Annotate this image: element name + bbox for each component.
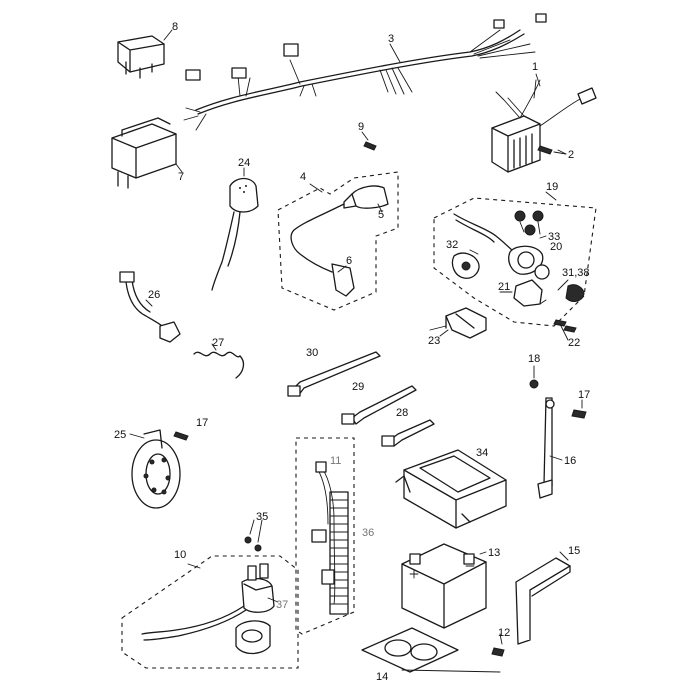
part-9-screw xyxy=(361,131,377,151)
part-4-ignition-coil-group xyxy=(277,171,399,311)
callout-17a: 17 xyxy=(578,389,590,401)
callout-2: 2 xyxy=(568,149,574,161)
callout-9: 9 xyxy=(358,121,364,133)
callout-15: 15 xyxy=(568,545,580,557)
callout-12: 12 xyxy=(498,627,510,639)
callout-32: 32 xyxy=(446,239,458,251)
callout-1: 1 xyxy=(532,61,538,73)
part-23-bracket xyxy=(439,307,487,339)
callout-16: 16 xyxy=(564,455,576,467)
part-3-wiring-harness xyxy=(183,13,547,131)
callout-5: 5 xyxy=(378,209,384,221)
callout-18: 18 xyxy=(528,353,540,365)
callout-14: 14 xyxy=(376,671,388,683)
part-14-battery-pad xyxy=(361,627,459,673)
callout-13: 13 xyxy=(488,547,500,559)
callout-27: 27 xyxy=(212,337,224,349)
callout-23: 23 xyxy=(428,335,440,347)
callout-6: 6 xyxy=(346,255,352,267)
part-25-horn xyxy=(131,429,189,509)
callout-28: 28 xyxy=(396,407,408,419)
part-8-relay xyxy=(117,29,173,79)
callout-37: 37 xyxy=(276,599,288,611)
part-29-cable-tie xyxy=(341,385,417,425)
callout-29: 29 xyxy=(352,381,364,393)
part-17-bolt-a xyxy=(571,399,587,419)
part-30-cable-tie xyxy=(287,351,381,397)
part-26-sensor xyxy=(119,271,181,343)
callout-11: 11 xyxy=(330,455,341,467)
part-36-harness-group xyxy=(295,437,355,635)
callout-35: 35 xyxy=(256,511,268,523)
callout-26: 26 xyxy=(148,289,160,301)
callout-36: 36 xyxy=(362,527,374,539)
callout-17b: 17 xyxy=(196,417,208,429)
part-15-bracket xyxy=(515,551,571,645)
part-16-ground-strap xyxy=(537,397,555,499)
part-34-battery-cover xyxy=(395,449,507,529)
part-7-relay-box xyxy=(111,117,183,189)
part-35-screws xyxy=(244,519,263,552)
part-27-spring xyxy=(193,343,245,379)
callout-30: 30 xyxy=(306,347,318,359)
callout-10: 10 xyxy=(174,549,186,561)
callout-20: 20 xyxy=(550,241,562,253)
callout-8: 8 xyxy=(172,21,178,33)
part-19-ignition-switch-group xyxy=(433,191,597,333)
part-10-starter-relay-group xyxy=(121,555,299,669)
callout-4: 4 xyxy=(300,171,306,183)
callout-33: 33 xyxy=(548,231,560,243)
callout-3: 3 xyxy=(388,33,394,45)
part-13-battery xyxy=(401,543,487,629)
callout-31-38: 31,38 xyxy=(562,267,590,279)
callout-21: 21 xyxy=(498,281,510,293)
part-1-regulator xyxy=(491,73,597,173)
part-12-bolt xyxy=(491,633,505,657)
callout-19: 19 xyxy=(546,181,558,193)
callout-24: 24 xyxy=(238,157,250,169)
part-28-cable-tie xyxy=(381,419,435,447)
part-24-sensor xyxy=(211,167,259,291)
leader-lines xyxy=(129,79,569,673)
part-18-nut xyxy=(529,365,539,389)
callout-34: 34 xyxy=(476,447,488,459)
callout-22: 22 xyxy=(568,337,580,349)
callout-25: 25 xyxy=(114,429,126,441)
callout-7: 7 xyxy=(178,171,184,183)
